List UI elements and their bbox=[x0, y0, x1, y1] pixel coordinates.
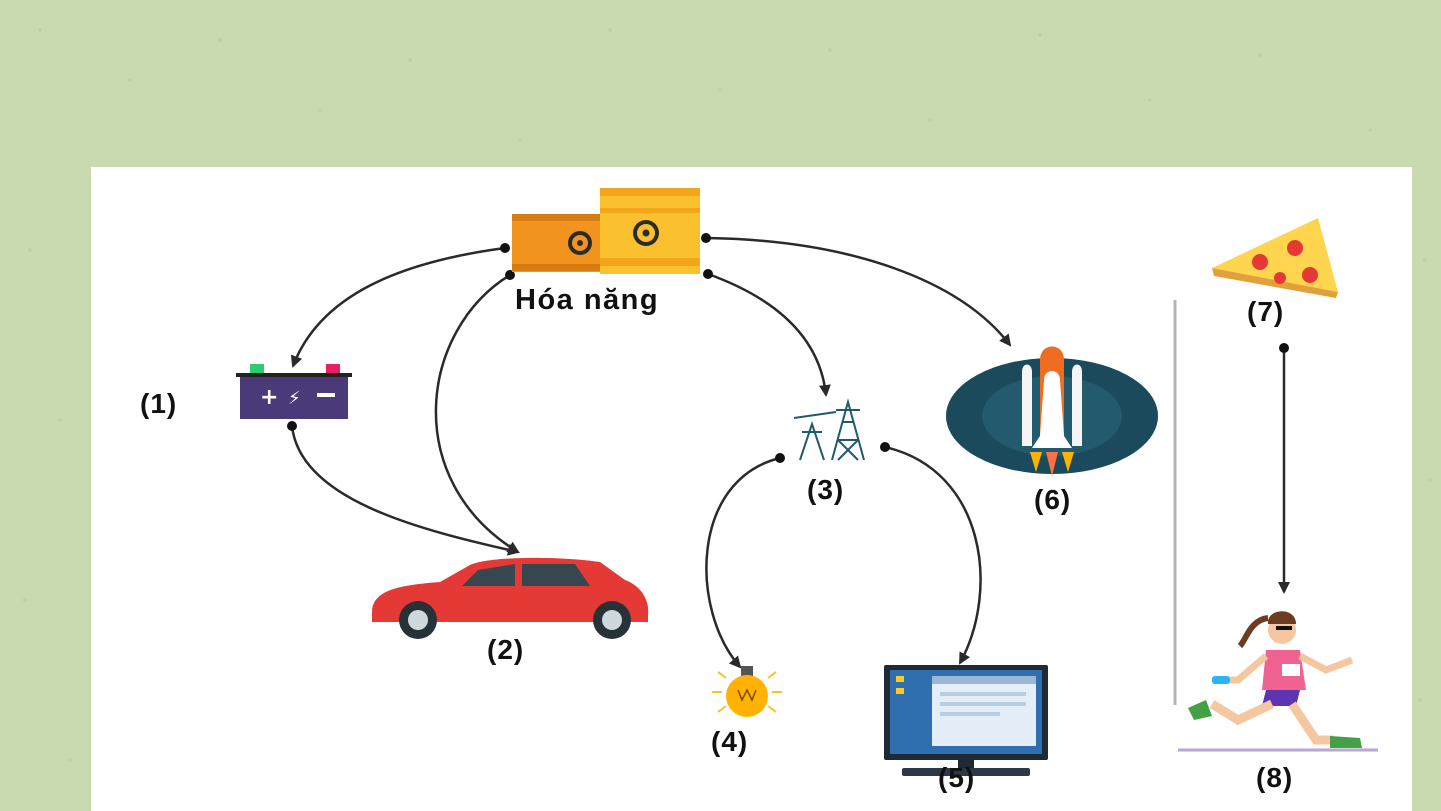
label-node-2: (2) bbox=[487, 634, 524, 666]
arrow-3-to-5 bbox=[885, 447, 981, 663]
battery-icon: + ⚡ bbox=[236, 364, 352, 419]
computer-monitor-icon bbox=[884, 665, 1048, 776]
label-node-4: (4) bbox=[711, 726, 748, 758]
pizza-icon bbox=[1212, 218, 1338, 298]
car-icon bbox=[372, 558, 648, 639]
label-node-8: (8) bbox=[1256, 762, 1293, 794]
svg-text:⚡: ⚡ bbox=[288, 388, 301, 409]
arrow-source-to-2 bbox=[436, 275, 518, 552]
label-node-5: (5) bbox=[938, 762, 975, 794]
fuel-barrels-icon bbox=[512, 188, 700, 274]
label-node-1: (1) bbox=[140, 388, 177, 420]
space-shuttle-icon bbox=[946, 347, 1158, 477]
label-node-3: (3) bbox=[807, 474, 844, 506]
label-node-7: (7) bbox=[1247, 296, 1284, 328]
runner-icon bbox=[1178, 611, 1378, 750]
arrow-source-to-6 bbox=[706, 238, 1010, 345]
arrow-1-to-2 bbox=[292, 426, 518, 552]
arrow-source-to-3 bbox=[708, 274, 826, 395]
source-label: Hóa năng bbox=[515, 284, 659, 317]
label-node-6: (6) bbox=[1034, 484, 1071, 516]
power-tower-icon bbox=[794, 402, 864, 460]
svg-text:+: + bbox=[260, 385, 278, 410]
arrow-3-to-4 bbox=[706, 458, 780, 667]
light-bulb-icon bbox=[712, 666, 782, 717]
